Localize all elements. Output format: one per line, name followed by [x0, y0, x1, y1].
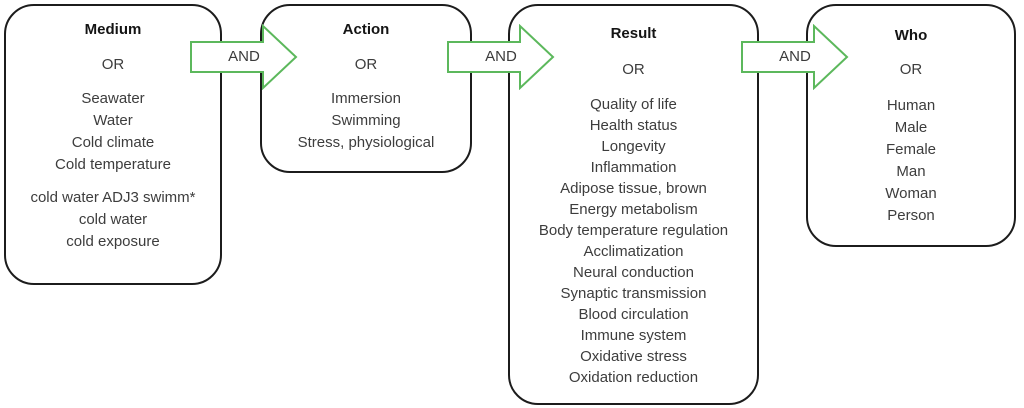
term-group: Quality of life Health status Longevity … — [510, 94, 757, 388]
box-title-action: Action — [342, 21, 390, 38]
term: Neural conduction — [573, 264, 694, 281]
term: Swimming — [331, 112, 401, 129]
or-label: OR — [622, 61, 645, 78]
term: Seawater — [81, 90, 145, 107]
box-title-result: Result — [610, 25, 657, 42]
term: Oxidation reduction — [568, 369, 699, 386]
term: Female — [885, 141, 937, 158]
term: Health status — [589, 117, 678, 134]
term-group: Immersion Swimming Stress, physiological — [262, 88, 470, 154]
and-arrow-icon — [741, 24, 849, 90]
concept-box-medium: Medium OR Seawater Water Cold climate Co… — [4, 4, 222, 285]
term-group: Seawater Water Cold climate Cold tempera… — [6, 88, 220, 176]
box-title-who: Who — [894, 27, 928, 44]
term: Woman — [885, 185, 937, 202]
term: Water — [93, 112, 133, 129]
term: Quality of life — [590, 96, 677, 113]
and-arrow-icon — [190, 24, 298, 90]
term: cold exposure — [66, 233, 160, 250]
term-group: cold water ADJ3 swimm* cold water cold e… — [6, 187, 220, 253]
box-title-medium: Medium — [84, 21, 142, 38]
term: Cold temperature — [55, 156, 171, 173]
term: cold water ADJ3 swimm* — [30, 189, 196, 206]
concept-box-who: Who OR Human Male Female Man Woman Perso… — [806, 4, 1016, 247]
term: Body temperature regulation — [538, 222, 729, 239]
term: Cold climate — [71, 134, 155, 151]
term: Adipose tissue, brown — [560, 180, 707, 197]
concept-box-action: Action OR Immersion Swimming Stress, phy… — [260, 4, 472, 173]
term-group: Human Male Female Man Woman Person — [808, 95, 1014, 227]
term: Immersion — [330, 90, 401, 107]
term: Inflammation — [590, 159, 677, 176]
or-label: OR — [899, 61, 923, 78]
term: Synaptic transmission — [560, 285, 707, 302]
term: Human — [886, 97, 936, 114]
or-label: OR — [354, 56, 378, 73]
term: Stress, physiological — [297, 134, 435, 151]
or-label: OR — [101, 56, 125, 73]
term: Man — [896, 163, 926, 180]
term: Oxidative stress — [580, 348, 687, 365]
term: cold water — [78, 211, 148, 228]
term: Immune system — [580, 327, 687, 344]
concept-box-result: Result OR Quality of life Health status … — [508, 4, 759, 405]
term: Male — [894, 119, 928, 136]
term: Energy metabolism — [569, 201, 698, 218]
term: Blood circulation — [578, 306, 689, 323]
term: Acclimatization — [583, 243, 684, 260]
and-arrow-icon — [447, 24, 555, 90]
term: Longevity — [601, 138, 666, 155]
term: Person — [887, 207, 935, 224]
